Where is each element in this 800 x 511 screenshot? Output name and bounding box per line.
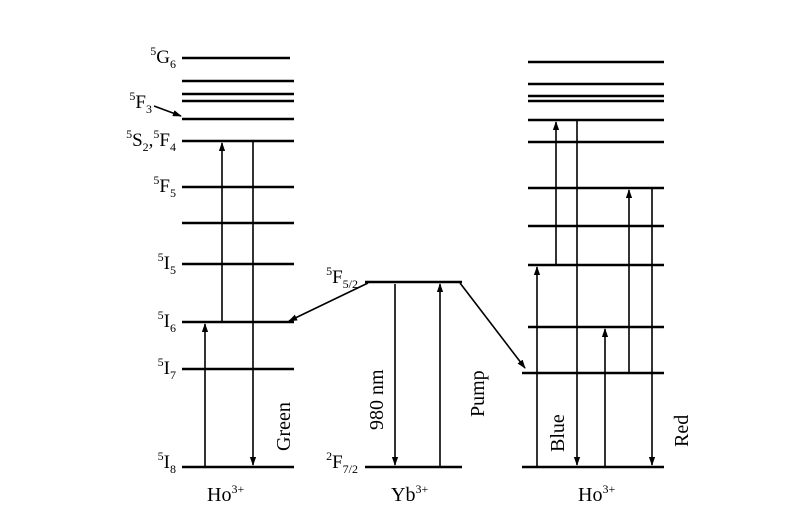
- middle-ion-label: Yb3+: [391, 482, 428, 506]
- left-transitions: Green: [201, 141, 295, 467]
- pump-label: Pump: [467, 370, 489, 417]
- yb-transitions: 980 nm Pump: [288, 282, 526, 467]
- right-ho-levels: [522, 60, 664, 469]
- red-label: Red: [671, 415, 693, 447]
- label-5I6: 5I6: [158, 308, 176, 335]
- label-5G6: 5G6: [150, 44, 176, 71]
- label-5S2-5F4: 5S2,5F4: [126, 127, 176, 154]
- green-label: Green: [273, 402, 295, 451]
- right-transitions: Blue Red: [533, 120, 693, 467]
- label-2F7-2: 2F7/2: [326, 449, 358, 476]
- energy-transfer-left-arrow: [288, 282, 369, 322]
- label-5I8: 5I8: [158, 449, 176, 476]
- left-ion-label: Ho3+: [207, 482, 244, 506]
- label-5F5-2: 5F5/2: [326, 264, 358, 291]
- label-5F5: 5F5: [153, 173, 176, 200]
- blue-label: Blue: [547, 414, 569, 452]
- right-ion-label: Ho3+: [578, 482, 615, 506]
- label-5F3-pointer: [153, 105, 182, 117]
- energy-transfer-right-arrow: [459, 282, 526, 369]
- left-level-labels: 5G6 5F3 5S2,5F4 5F5 5I5 5I6 5I7 5I8: [126, 44, 182, 476]
- label-5I7: 5I7: [158, 355, 176, 382]
- left-ho-levels: [182, 56, 294, 469]
- label-5F3: 5F3: [129, 89, 152, 116]
- label-5I5: 5I5: [158, 250, 176, 277]
- excitation-label: 980 nm: [366, 369, 388, 430]
- yb-levels: [365, 280, 462, 469]
